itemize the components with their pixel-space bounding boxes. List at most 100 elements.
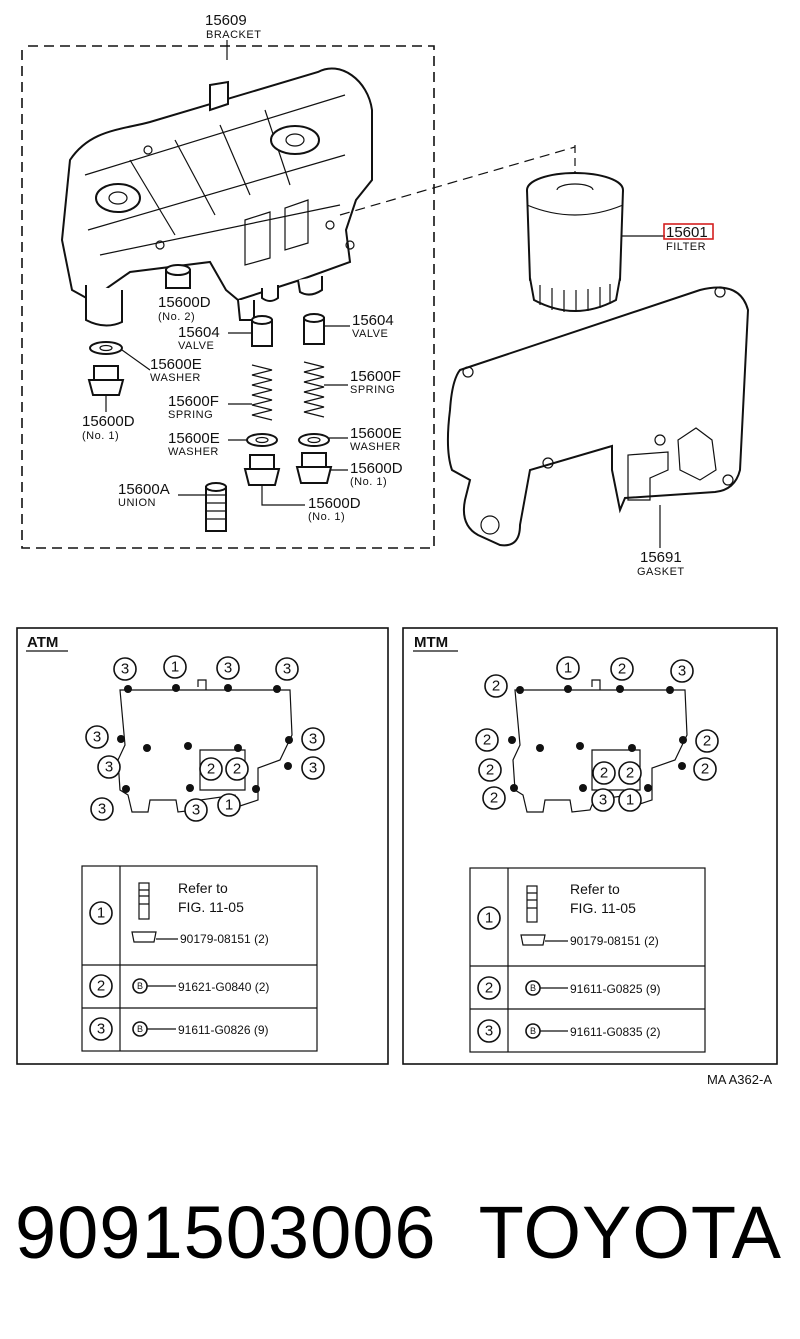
bracket-number: 15609 — [205, 12, 247, 29]
atm-bolt-hole — [172, 684, 180, 692]
mtm-row-1: 1 Refer to FIG. 11-05 90179-08151 (2) — [477, 881, 659, 948]
washer-left-drawing — [89, 341, 123, 355]
atm-callout: 1 — [163, 655, 187, 679]
mtm-bolt-hole — [536, 744, 544, 752]
svg-text:1: 1 — [485, 910, 493, 927]
mtm-bolt-hole — [579, 784, 587, 792]
mtm-callout: 2 — [482, 786, 506, 810]
plug-left-number: 15600D — [82, 413, 135, 430]
spring-left-drawing — [251, 364, 273, 421]
svg-text:3: 3 — [98, 801, 106, 818]
washer-center-name: WASHER — [168, 446, 219, 458]
atm-bolt-hole — [184, 742, 192, 750]
mtm-callout: 1 — [556, 656, 580, 680]
washer-center-number: 15600E — [168, 430, 220, 447]
svg-text:1: 1 — [225, 797, 233, 814]
plug-bottom-number: 15600D — [308, 495, 361, 512]
mtm-callout: 1 — [618, 788, 642, 812]
atm-callout: 3 — [113, 657, 137, 681]
mtm-bolt-hole — [666, 686, 674, 694]
svg-text:91611-G0825 (9): 91611-G0825 (9) — [570, 982, 661, 996]
mtm-bolt-hole — [679, 736, 687, 744]
svg-text:3: 3 — [224, 660, 232, 677]
svg-text:2: 2 — [207, 761, 215, 778]
svg-text:3: 3 — [309, 731, 317, 748]
svg-text:91611-G0826 (9): 91611-G0826 (9) — [178, 1023, 269, 1037]
washer-right-number: 15600E — [350, 425, 402, 442]
svg-text:2: 2 — [600, 765, 608, 782]
svg-text:FIG. 11-05: FIG. 11-05 — [570, 900, 636, 916]
atm-bolt-hole — [224, 684, 232, 692]
union-drawing — [205, 482, 227, 532]
valve-left-drawing — [251, 315, 273, 347]
washer-left-number: 15600E — [150, 356, 202, 373]
washer-right-name: WASHER — [350, 441, 401, 453]
atm-callout: 3 — [97, 755, 121, 779]
atm-row-2: 2 B 91621-G0840 (2) — [89, 974, 269, 998]
mtm-bolt-table: 1 Refer to FIG. 11-05 90179-08151 (2) 2 … — [469, 867, 706, 1053]
svg-text:91611-G0835 (2): 91611-G0835 (2) — [570, 1025, 661, 1039]
washer-left-name: WASHER — [150, 372, 201, 384]
atm-callout: 3 — [184, 798, 208, 822]
filter-connection-line — [339, 146, 576, 216]
svg-text:Refer to: Refer to — [570, 881, 620, 897]
svg-text:2: 2 — [626, 765, 634, 782]
svg-text:3: 3 — [599, 792, 607, 809]
atm-bolt-hole — [252, 785, 260, 793]
atm-callout: 2 — [199, 757, 223, 781]
mtm-bolt-hole — [576, 742, 584, 750]
atm-callout: 3 — [216, 656, 240, 680]
mtm-row-2: 2 B 91611-G0825 (9) — [477, 976, 661, 1000]
valve-right-number: 15604 — [352, 312, 394, 329]
mtm-callout: 2 — [478, 758, 502, 782]
svg-text:3: 3 — [678, 663, 686, 680]
svg-text:2: 2 — [492, 678, 500, 695]
atm-callout: 3 — [85, 725, 109, 749]
atm-bolt-hole — [285, 736, 293, 744]
brand-name: TOYOTA — [478, 1191, 782, 1274]
spring-right-drawing — [303, 361, 325, 418]
svg-text:Refer to: Refer to — [178, 880, 228, 896]
atm-title: ATM — [27, 634, 58, 651]
valve-right-drawing — [303, 313, 325, 345]
svg-text:3: 3 — [121, 661, 129, 678]
gasket-name: GASKET — [637, 566, 685, 578]
atm-callout: 2 — [225, 757, 249, 781]
union-number: 15600A — [118, 481, 170, 498]
mtm-bolt-hole — [678, 762, 686, 770]
mtm-bolt-hole — [516, 686, 524, 694]
gasket-drawing — [446, 286, 750, 547]
atm-bolt-hole — [234, 744, 242, 752]
svg-text:3: 3 — [309, 760, 317, 777]
gasket-number: 15691 — [640, 549, 682, 566]
svg-text:90179-08151 (2): 90179-08151 (2) — [180, 932, 269, 946]
svg-text:1: 1 — [171, 659, 179, 676]
nut-icon — [131, 931, 157, 943]
atm-bolt-hole — [117, 735, 125, 743]
atm-bolt-hole — [143, 744, 151, 752]
mtm-bolt-hole — [644, 784, 652, 792]
atm-callout: 3 — [90, 797, 114, 821]
svg-text:B: B — [530, 1026, 536, 1036]
plug-no2-number: 15600D — [158, 294, 211, 311]
atm-bolt-table: 1 Refer to FIG. 11-05 90179-08151 (2) 2 … — [81, 865, 318, 1052]
mtm-callout: 3 — [591, 788, 615, 812]
atm-callout: 1 — [217, 793, 241, 817]
svg-text:90179-08151 (2): 90179-08151 (2) — [570, 934, 659, 948]
atm-callout: 3 — [301, 756, 325, 780]
svg-text:2: 2 — [490, 790, 498, 807]
mtm-row-3: 3 B 91611-G0835 (2) — [477, 1019, 661, 1043]
union-name: UNION — [118, 497, 156, 509]
svg-text:B: B — [530, 983, 536, 993]
svg-text:3: 3 — [105, 759, 113, 776]
plug-center-right-drawing — [295, 452, 333, 484]
mtm-bolt-hole — [616, 685, 624, 693]
svg-text:2: 2 — [486, 762, 494, 779]
atm-bolt-hole — [122, 785, 130, 793]
plug-right-sub: (No. 1) — [350, 476, 387, 488]
mtm-bolt-hole — [508, 736, 516, 744]
oil-filter-drawing — [526, 172, 624, 312]
mtm-callout: 2 — [618, 761, 642, 785]
nut-icon — [520, 934, 546, 946]
